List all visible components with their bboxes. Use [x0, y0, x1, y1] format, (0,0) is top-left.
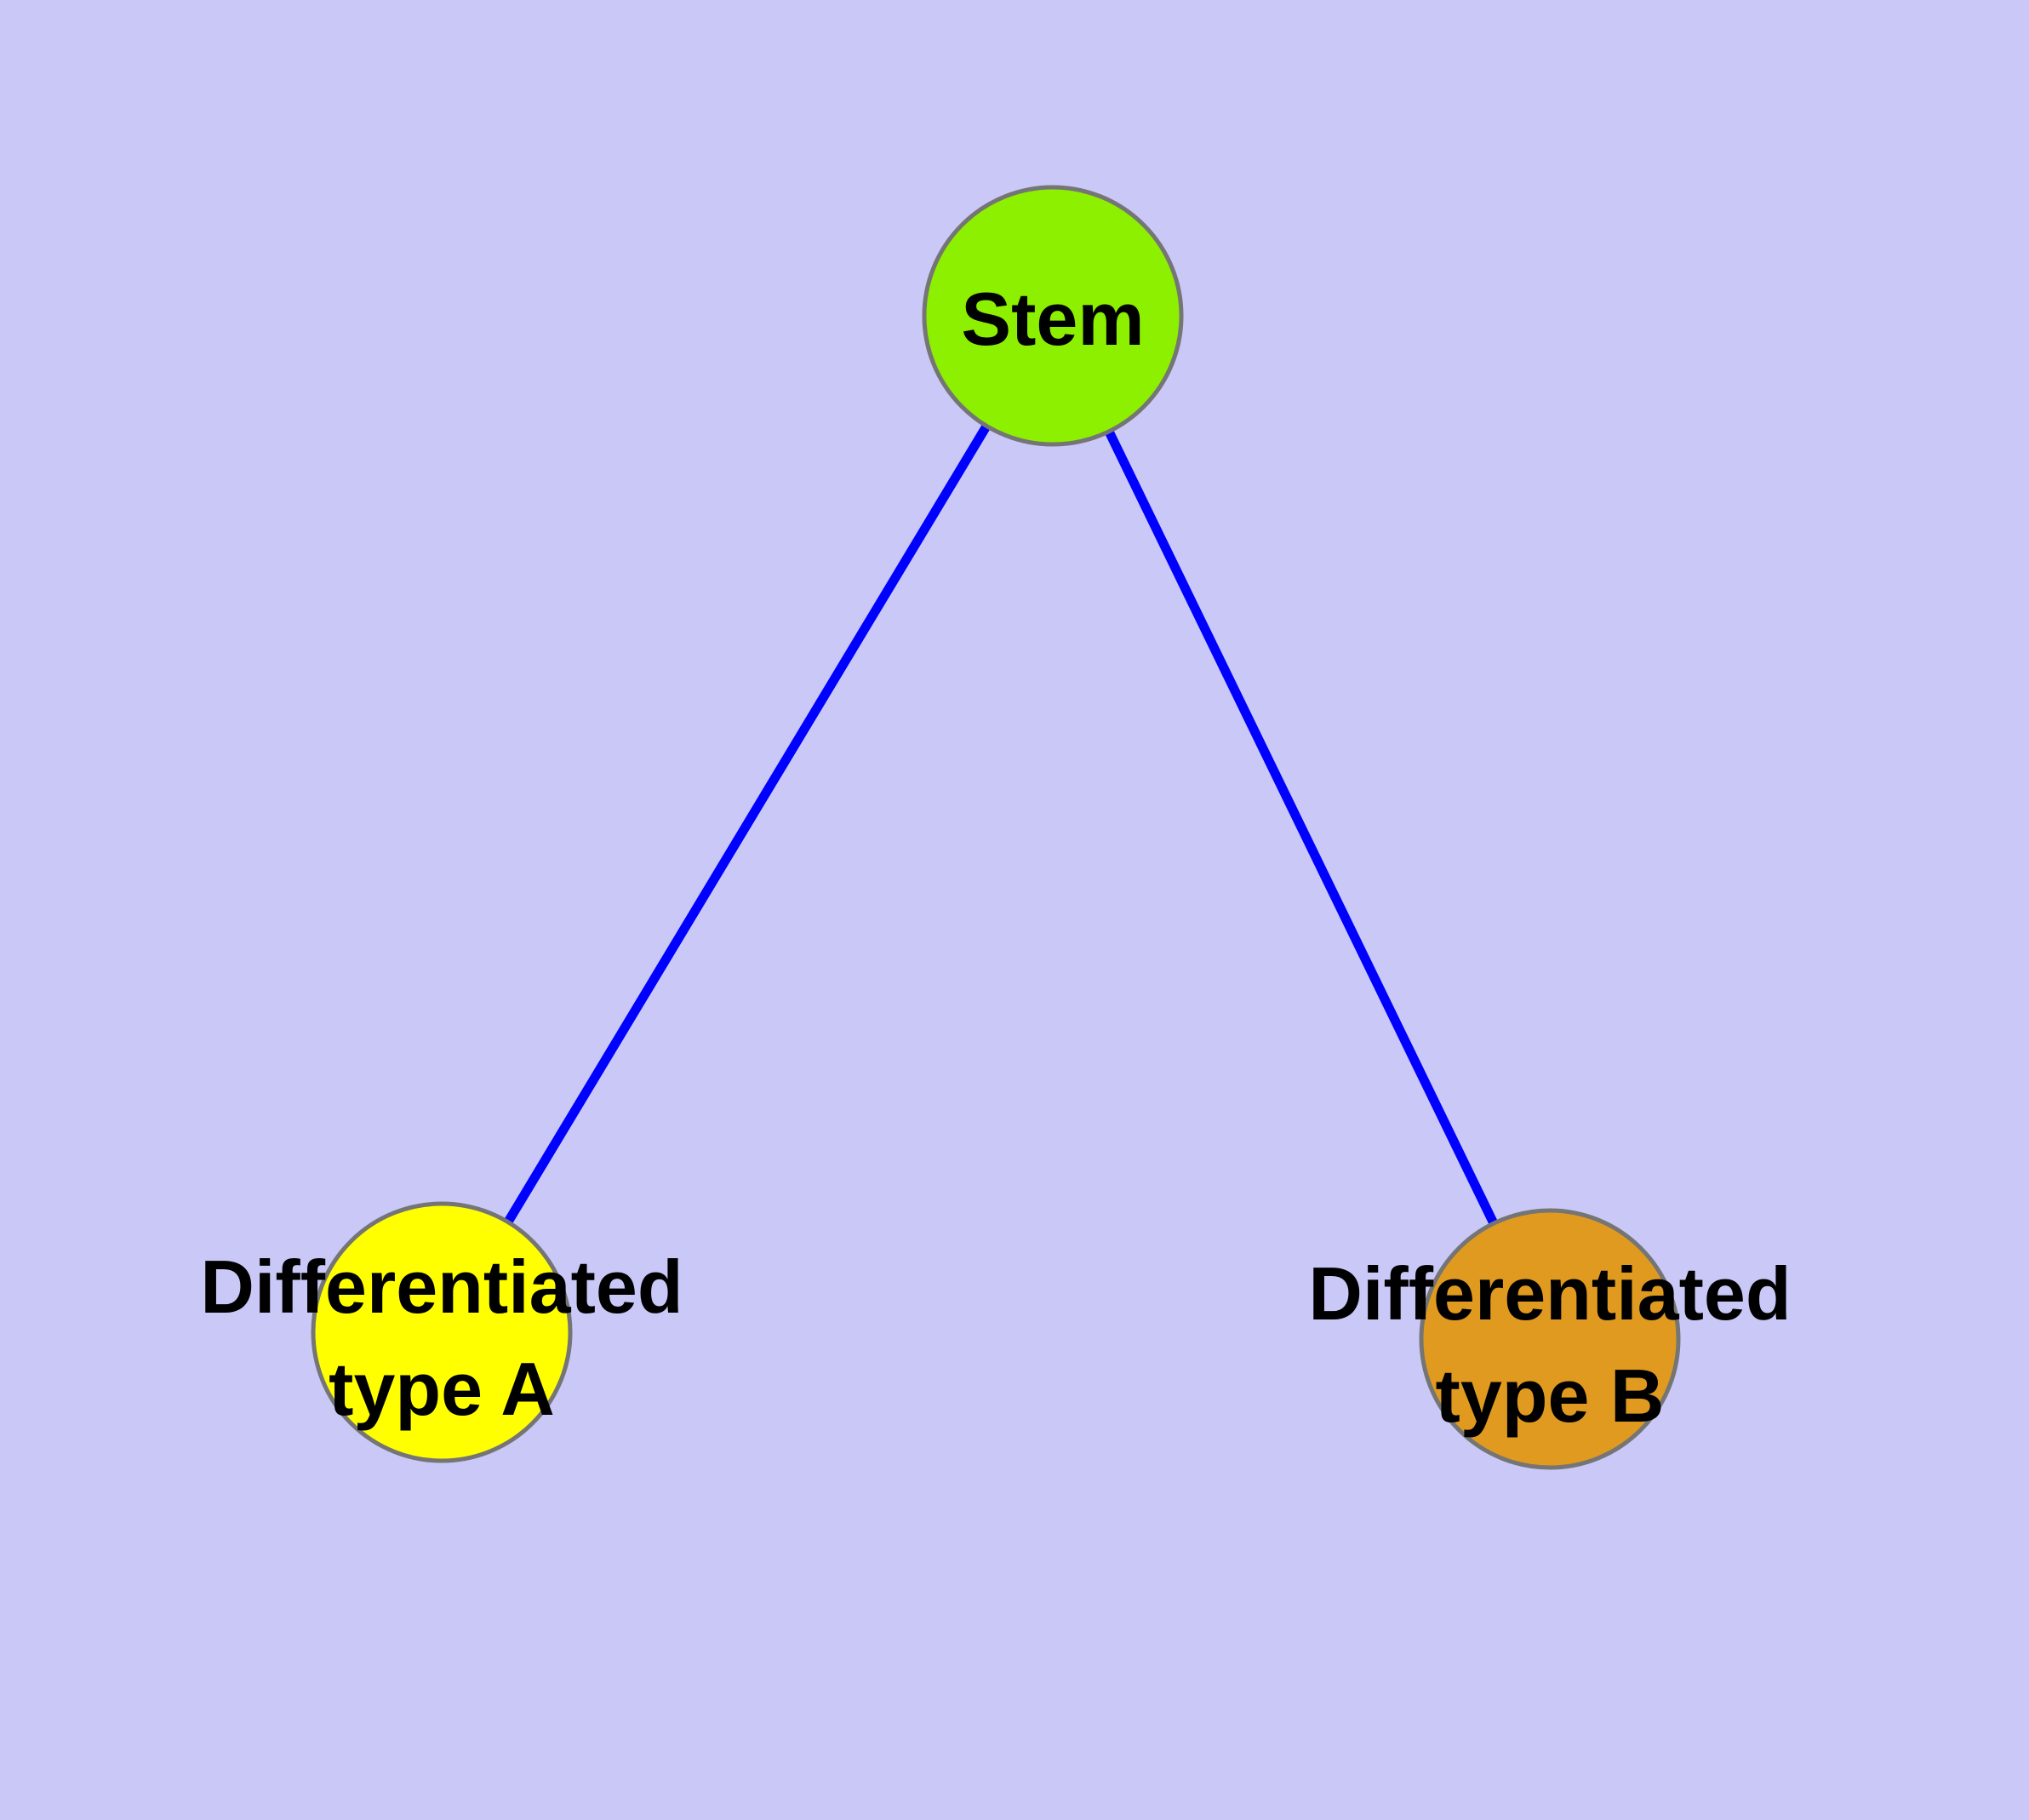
node-differentiated-type-b [1419, 1208, 1681, 1470]
node-type-b-label-line2: type B [1436, 1354, 1665, 1438]
node-stem-label: Stem [961, 277, 1144, 361]
node-type-a-label-line1: Differentiated [200, 1245, 683, 1329]
node-type-b-label-line1: Differentiated [1308, 1251, 1791, 1336]
node-stem [922, 185, 1184, 447]
node-type-a-label-line2: type A [329, 1347, 555, 1431]
edge-stem-to-type-b [1049, 313, 1554, 1342]
edge-stem-to-type-a [437, 313, 1057, 1335]
node-differentiated-type-a [311, 1201, 573, 1463]
